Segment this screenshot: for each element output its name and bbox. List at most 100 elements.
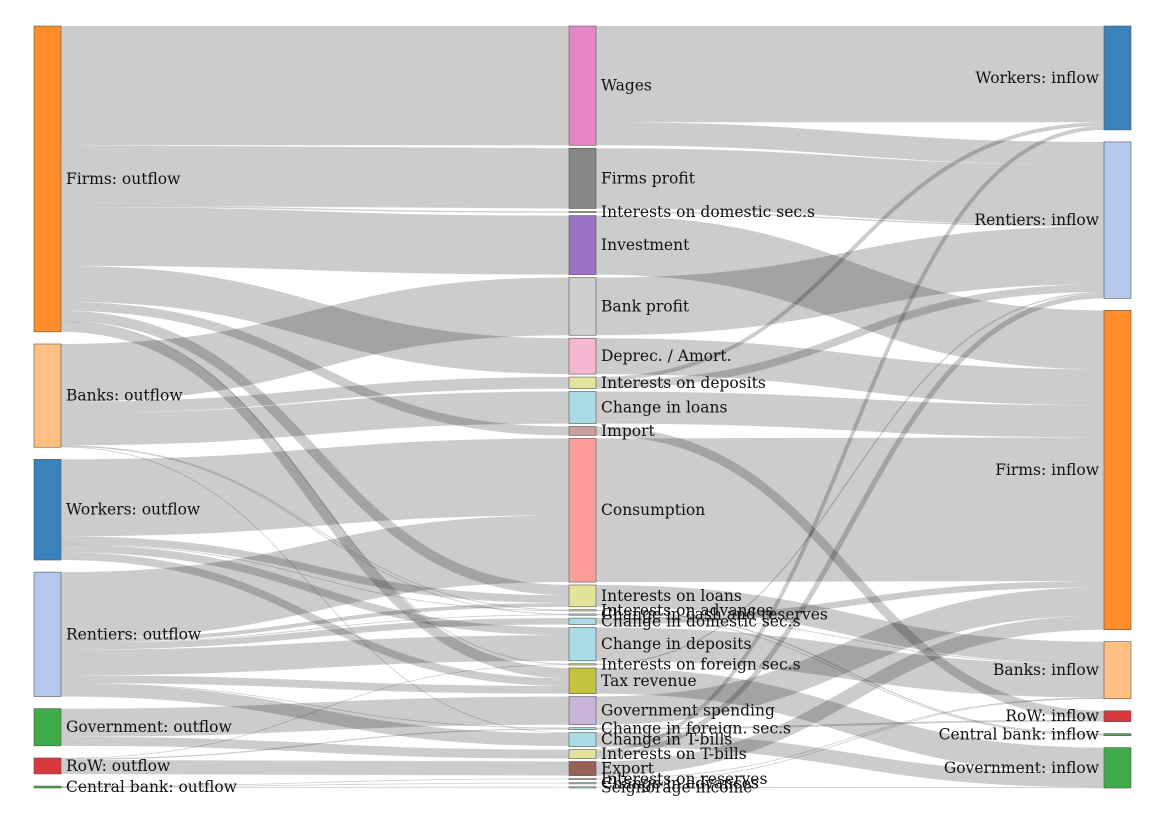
flow-link <box>60 320 570 665</box>
node-bar <box>33 785 62 789</box>
sankey-node-chg_tb: Change in T-bills <box>568 731 732 749</box>
node-label: RoW: inflow <box>1005 707 1099 725</box>
sankey-node-int_loans: Interests on loans <box>568 584 742 608</box>
flow-link <box>60 782 570 788</box>
node-bar <box>568 438 597 583</box>
node-bar <box>568 609 597 612</box>
flow-link <box>60 206 570 275</box>
node-bar <box>33 571 62 697</box>
node-bar <box>568 391 597 424</box>
flow-link <box>595 338 1105 406</box>
sankey-node-chg_for: Change in foreign. sec.s <box>568 720 791 738</box>
flow-link <box>595 584 1105 664</box>
node-bar <box>568 376 597 389</box>
flow-link <box>60 145 570 209</box>
node-bar <box>1103 141 1132 299</box>
sankey-node-import: Import <box>568 422 655 440</box>
node-bar <box>568 627 597 662</box>
node-label: RoW: outflow <box>66 757 171 775</box>
sankey-node-gov_spend: Government spending <box>568 696 775 726</box>
flow-link <box>60 544 570 636</box>
flow-link <box>60 728 570 760</box>
flow-link <box>60 445 570 615</box>
node-bar <box>568 337 597 375</box>
sankey-node-chg_adv: Change in advances <box>568 774 759 792</box>
node-bar <box>33 25 62 333</box>
sankey-node-firms_profit: Firms profit <box>568 147 696 209</box>
node-label: Government: outflow <box>66 718 232 736</box>
sankey-node-row_out: RoW: outflow <box>33 757 171 775</box>
sankey-node-firms_in: Firms: inflow <box>995 310 1132 631</box>
node-label: Rentiers: inflow <box>974 211 1099 229</box>
sankey-node-wages: Wages <box>568 25 652 146</box>
sankey-node-bank_profit: Bank profit <box>568 277 690 336</box>
flow-link <box>60 277 570 402</box>
node-label: Bank profit <box>601 297 690 315</box>
flow-link <box>60 778 570 787</box>
node-label: Import <box>601 422 655 440</box>
node-bar <box>1103 641 1132 700</box>
flow-link <box>595 148 1105 226</box>
flow-link <box>595 667 1105 774</box>
node-label: Government: inflow <box>944 759 1100 777</box>
node-label: Seignorage income <box>601 778 752 796</box>
flow-link <box>60 786 570 789</box>
node-bar <box>568 584 597 608</box>
flow-link <box>60 736 570 759</box>
flow-link <box>60 696 570 737</box>
node-bar <box>1103 747 1132 789</box>
flow-link <box>60 391 570 446</box>
sankey-node-banks_out: Banks: outflow <box>33 343 183 448</box>
flow-link <box>595 732 1105 788</box>
node-bar <box>33 343 62 448</box>
node-bar <box>568 215 597 275</box>
node-label: Banks: inflow <box>993 661 1100 679</box>
sankey-node-workers_in: Workers: inflow <box>975 25 1132 131</box>
node-label: Change in cash and reserves <box>601 606 828 624</box>
flow-link <box>595 719 1105 730</box>
flow-link <box>60 664 570 759</box>
flow-link <box>595 627 1105 698</box>
flow-link <box>595 786 1105 789</box>
flow-link <box>60 265 570 375</box>
flow-link <box>60 614 570 644</box>
sankey-node-gov_in: Government: inflow <box>944 747 1132 789</box>
flow-link <box>595 580 1105 625</box>
node-label: Interests on loans <box>601 587 742 605</box>
sankey-node-rentiers_out: Rentiers: outflow <box>33 571 202 697</box>
node-label: Interests on reserves <box>601 770 767 788</box>
sankey-links <box>60 25 1105 789</box>
sankey-node-chg_cash: Change in cash and reserves <box>568 606 828 624</box>
sankey-node-int_tb: Interests on T-bills <box>568 745 747 763</box>
sankey-node-deprec: Deprec. / Amort. <box>568 337 732 375</box>
node-bar <box>1103 733 1132 736</box>
flow-link <box>595 226 1105 336</box>
node-label: Firms: inflow <box>995 461 1100 479</box>
sankey-node-tax: Tax revenue <box>568 667 697 694</box>
flow-link <box>595 614 1105 736</box>
node-bar <box>568 211 597 213</box>
sankey-node-export: Export <box>568 760 655 778</box>
sankey-node-cb_out: Central bank: outflow <box>33 778 238 796</box>
flow-link <box>595 122 1105 381</box>
node-bar <box>568 613 597 616</box>
flow-link <box>60 602 570 643</box>
node-bar <box>568 727 597 730</box>
node-label: Export <box>601 760 655 778</box>
node-bar <box>1103 710 1132 722</box>
node-bar <box>568 663 597 666</box>
node-bar <box>568 749 597 759</box>
sankey-node-rentiers_in: Rentiers: inflow <box>974 141 1132 299</box>
flow-link <box>60 438 570 537</box>
node-bar <box>1103 25 1132 131</box>
node-bar <box>568 786 597 789</box>
node-bar <box>568 761 597 776</box>
flow-link <box>595 615 1105 776</box>
flow-link <box>595 613 1105 665</box>
flow-link <box>595 293 1105 759</box>
flow-link <box>60 446 570 734</box>
flow-link <box>60 310 570 596</box>
node-label: Firms profit <box>601 169 696 187</box>
